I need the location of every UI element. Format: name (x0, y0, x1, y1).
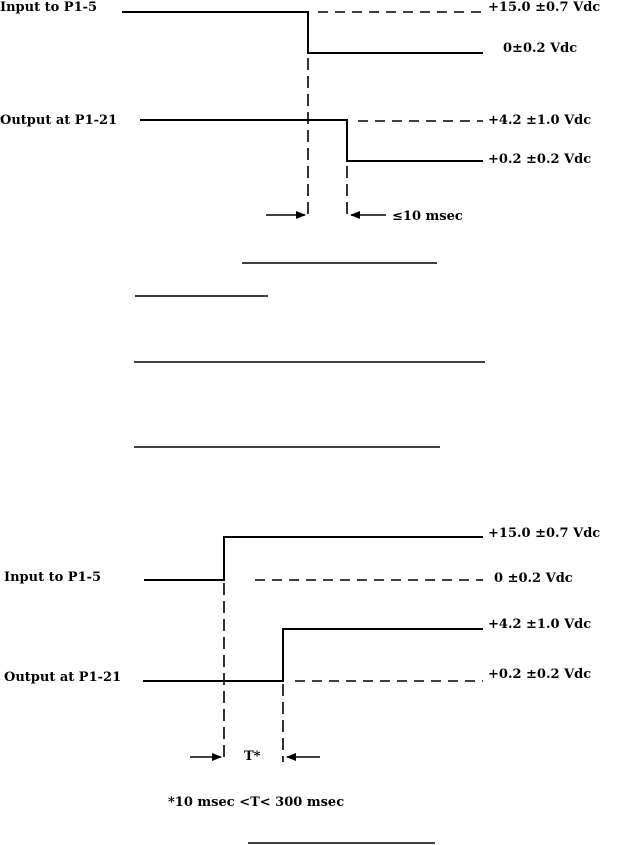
output-signal-label: Output at P1-21 (0, 113, 117, 128)
period-left-arrowhead (212, 753, 222, 761)
input-waveform (122, 11, 483, 54)
output-waveform (140, 119, 483, 162)
period-label: T* (244, 749, 261, 764)
period-right-arrowhead (286, 753, 296, 761)
input-high-level-label: +15.0 ±0.7 Vdc (488, 0, 600, 15)
input-waveform-2 (144, 536, 483, 581)
output-high-level-label: +4.2 ±1.0 Vdc (488, 113, 591, 128)
output-waveform-2 (143, 628, 483, 682)
input-signal-label: Input to P1-5 (0, 0, 97, 15)
turn-off-timing-diagram: Input to P1-5 +15.0 ±0.7 Vdc 0±0.2 Vdc O… (0, 0, 600, 264)
output-high-level-label-2: +4.2 ±1.0 Vdc (488, 617, 591, 632)
turn-on-timing-diagram: +15.0 ±0.7 Vdc Input to P1-5 0 ±0.2 Vdc … (4, 526, 600, 844)
output-signal-label-2: Output at P1-21 (4, 670, 121, 685)
output-low-level-label-2: +0.2 ±0.2 Vdc (488, 667, 591, 682)
period-footnote: *10 msec <T< 300 msec (168, 795, 344, 810)
output-low-level-label: +0.2 ±0.2 Vdc (488, 152, 591, 167)
blank-rules (134, 295, 485, 448)
input-low-level-label: 0±0.2 Vdc (503, 41, 577, 56)
input-signal-label-2: Input to P1-5 (4, 570, 101, 585)
input-high-level-label-2: +15.0 ±0.7 Vdc (488, 526, 600, 541)
delay-label: ≤10 msec (392, 209, 463, 224)
input-low-level-label-2: 0 ±0.2 Vdc (494, 571, 573, 586)
delay-left-arrowhead (296, 211, 306, 219)
delay-right-arrowhead (350, 211, 360, 219)
